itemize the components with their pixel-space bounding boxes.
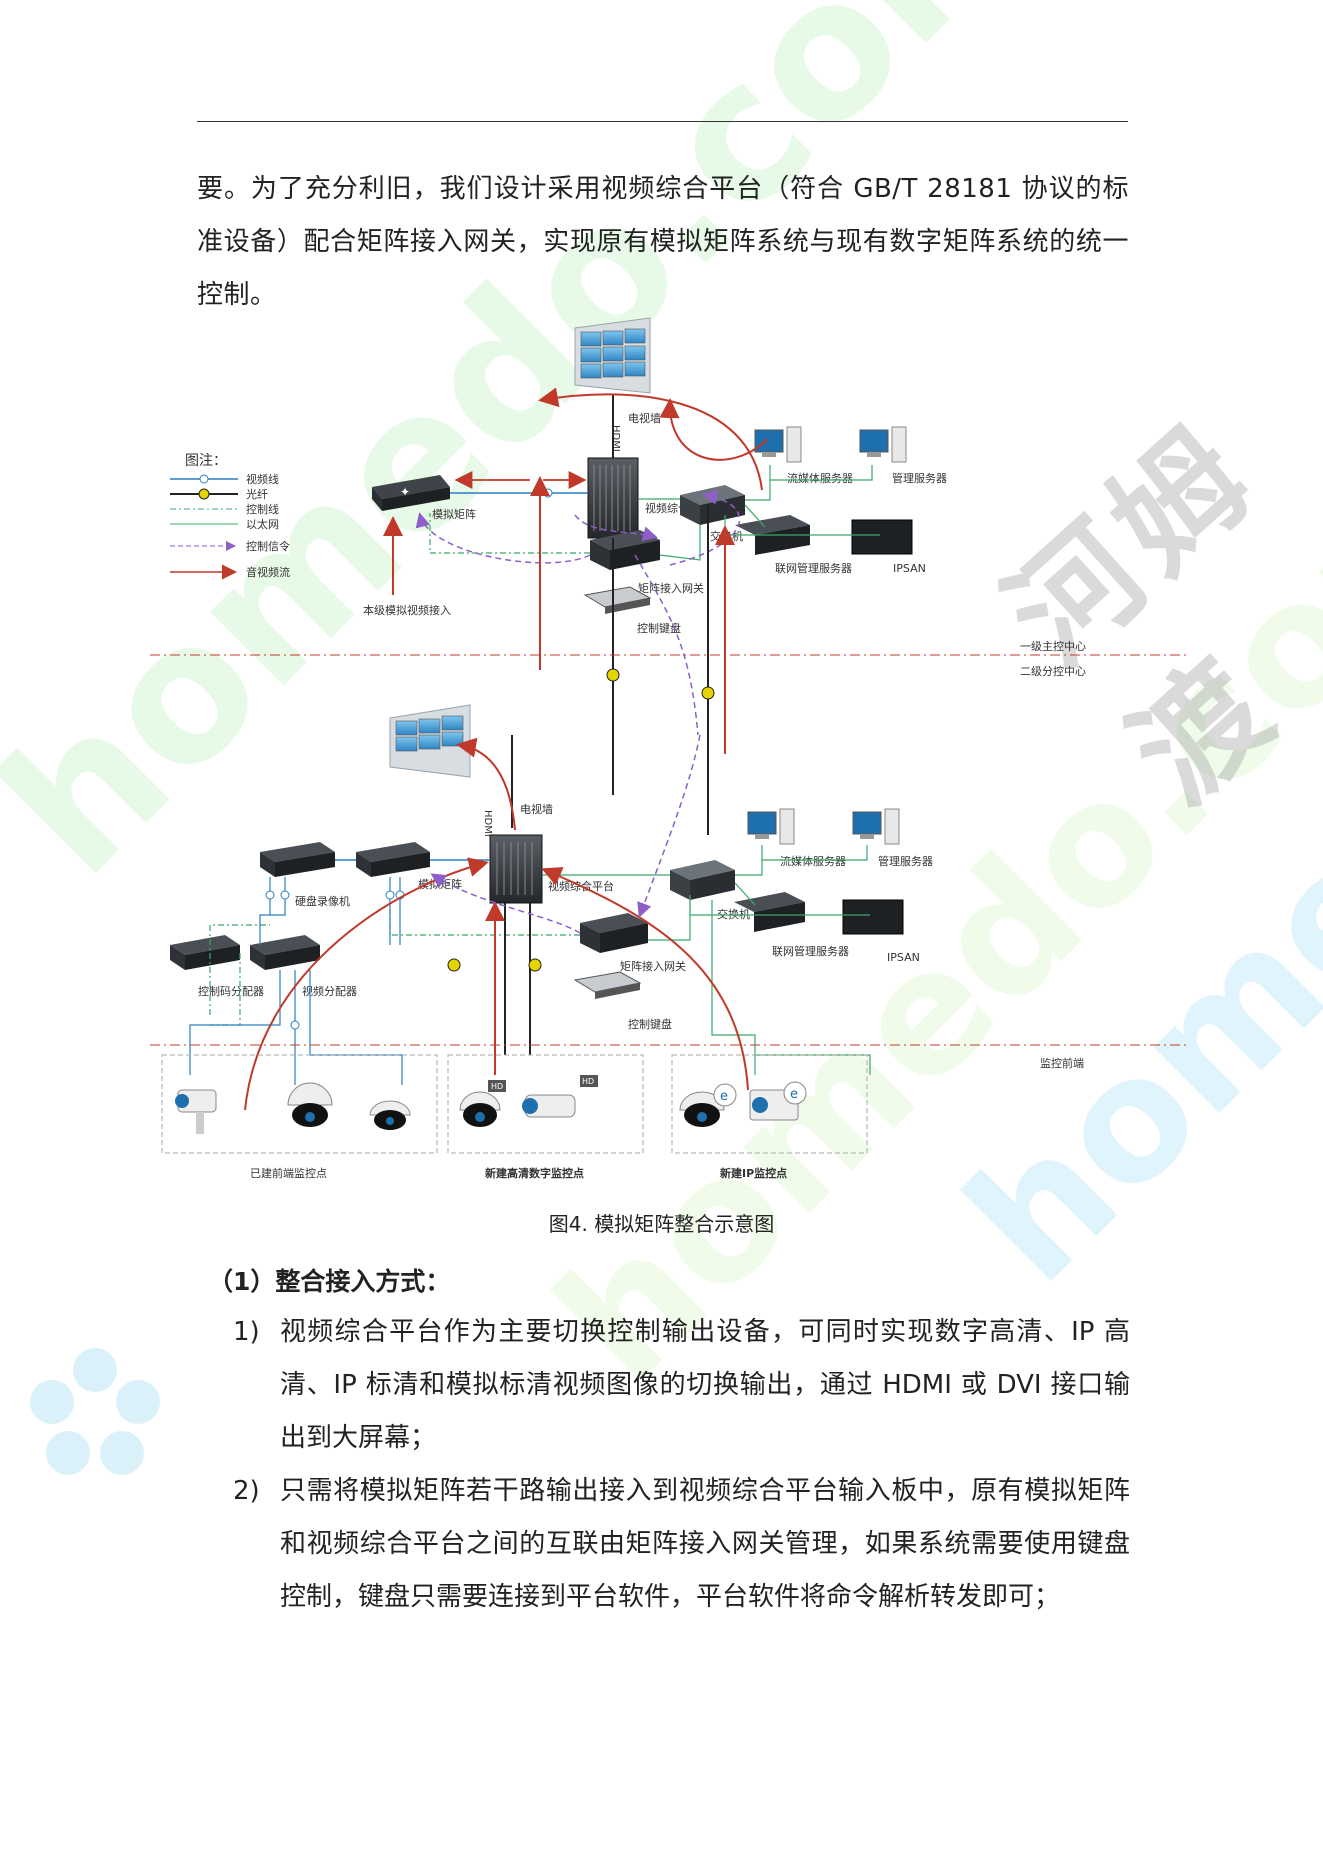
keyboard-label-bottom: 控制键盘	[628, 1017, 672, 1031]
hdmi-label-top: HDMI	[610, 425, 621, 452]
ipsan-label-bottom: IPSAN	[887, 951, 920, 964]
ipsan-top	[851, 519, 913, 555]
matrix-gateway-label-top: 矩阵接入网关	[638, 581, 704, 595]
legend-control-signal: 控制信令	[246, 539, 290, 553]
switch-label-bottom: 交换机	[717, 907, 750, 921]
header-rule	[197, 121, 1128, 122]
media-server-label-bottom: 流媒体服务器	[780, 854, 846, 868]
media-server-top	[754, 426, 802, 463]
video-platform-top	[587, 457, 639, 539]
net-mgmt-server-top	[735, 515, 810, 555]
matrix-gateway-label-bottom: 矩阵接入网关	[620, 959, 686, 973]
list-item-text: 只需将模拟矩阵若干路输出接入到视频综合平台输入板中，原有模拟矩阵和视频综合平台之…	[280, 1476, 1130, 1612]
section-heading: （1）整合接入方式：	[208, 1267, 451, 1296]
camera-hd-2: HD	[522, 1075, 598, 1118]
intro-paragraph: 要。为了充分利旧，我们设计采用视频综合平台（符合 GB/T 28181 协议的标…	[197, 174, 1129, 310]
svg-text:e: e	[720, 1089, 728, 1104]
existing-front-label: 已建前端监控点	[250, 1166, 327, 1180]
mgmt-server-top	[859, 426, 907, 463]
list-item: 2) 只需将模拟矩阵若干路输出接入到视频综合平台输入板中，原有模拟矩阵和视频综合…	[230, 1465, 1130, 1624]
svg-text:e: e	[790, 1087, 798, 1102]
local-analog-label: 本级模拟视频接入	[363, 603, 451, 617]
analog-matrix-top: ✦	[372, 475, 450, 511]
camera-existing-3	[369, 1100, 411, 1130]
mgmt-server-label-top: 管理服务器	[892, 471, 947, 485]
camera-existing-2	[287, 1082, 333, 1127]
dvr-label: 硬盘录像机	[295, 894, 350, 908]
legend-av-stream: 音视频流	[246, 565, 290, 579]
switch-bottom	[670, 860, 735, 900]
analog-matrix-bottom	[356, 842, 430, 877]
hdmi-label-bottom: HDMI	[482, 810, 493, 837]
keyboard-label-top: 控制键盘	[637, 621, 681, 635]
tv-wall-label-top: 电视墙	[628, 411, 661, 425]
zone-level2: 二级分控中心	[1020, 664, 1086, 678]
video-distributor	[250, 935, 320, 970]
hd-badge-1: HD	[491, 1082, 503, 1091]
legend-title: 图注：	[185, 453, 227, 469]
tv-wall-top	[574, 317, 651, 394]
ipsan-bottom	[842, 899, 904, 935]
tv-wall-label-bottom: 电视墙	[520, 802, 553, 816]
svg-text:✦: ✦	[400, 485, 410, 499]
media-server-bottom	[747, 808, 795, 845]
dvr-bottom	[260, 842, 335, 877]
mgmt-server-bottom	[852, 808, 900, 845]
list-item: 1) 视频综合平台作为主要切换控制输出设备，可同时实现数字高清、IP 高清、IP…	[230, 1306, 1130, 1465]
mgmt-server-label-bottom: 管理服务器	[878, 854, 933, 868]
camera-existing-1	[175, 1089, 217, 1134]
video-platform-bottom	[489, 834, 543, 904]
new-ip-label: 新建IP监控点	[720, 1166, 787, 1180]
camera-hd-1: HD	[459, 1080, 506, 1127]
tv-wall-bottom	[389, 704, 471, 778]
ctrl-code-dist-label: 控制码分配器	[198, 984, 264, 998]
net-mgmt-server-label-bottom: 联网管理服务器	[772, 944, 849, 958]
net-mgmt-server-label-top: 联网管理服务器	[775, 561, 852, 575]
ctrl-code-distributor	[170, 935, 240, 970]
media-server-label-top: 流媒体服务器	[787, 471, 853, 485]
list-item-text: 视频综合平台作为主要切换控制输出设备，可同时实现数字高清、IP 高清、IP 标清…	[280, 1317, 1130, 1453]
analog-matrix-label-top: 模拟矩阵	[432, 507, 476, 521]
network-diagram: 图注： 视频线 光纤 控制线 以太网 控制信令 音视频流 HDMI 电视墙 视频…	[150, 317, 1190, 1180]
camera-ip-1: e	[679, 1083, 737, 1127]
switch-top	[680, 485, 745, 525]
legend-ethernet: 以太网	[246, 518, 279, 531]
hd-badge-2: HD	[582, 1077, 594, 1086]
net-mgmt-server-bottom	[734, 892, 805, 932]
list-item-number: 1)	[233, 1317, 260, 1347]
legend-video-line: 视频线	[246, 472, 279, 486]
new-hd-label: 新建高清数字监控点	[485, 1166, 584, 1180]
legend-fiber: 光纤	[246, 487, 268, 501]
keyboard-bottom	[573, 971, 642, 999]
zone-front: 监控前端	[1040, 1056, 1084, 1070]
list-item-number: 2)	[233, 1476, 260, 1506]
integration-list: 1) 视频综合平台作为主要切换控制输出设备，可同时实现数字高清、IP 高清、IP…	[230, 1306, 1130, 1624]
ipsan-label-top: IPSAN	[893, 562, 926, 575]
keyboard-top	[583, 586, 652, 614]
video-dist-label: 视频分配器	[302, 984, 357, 998]
camera-ip-2: e	[749, 1081, 807, 1121]
zone-level1: 一级主控中心	[1020, 639, 1086, 653]
figure-caption: 图4. 模拟矩阵整合示意图	[548, 1212, 775, 1236]
matrix-gateway-bottom	[580, 913, 648, 953]
legend-control-line: 控制线	[246, 502, 279, 516]
flower-logo-icon	[30, 1348, 160, 1475]
